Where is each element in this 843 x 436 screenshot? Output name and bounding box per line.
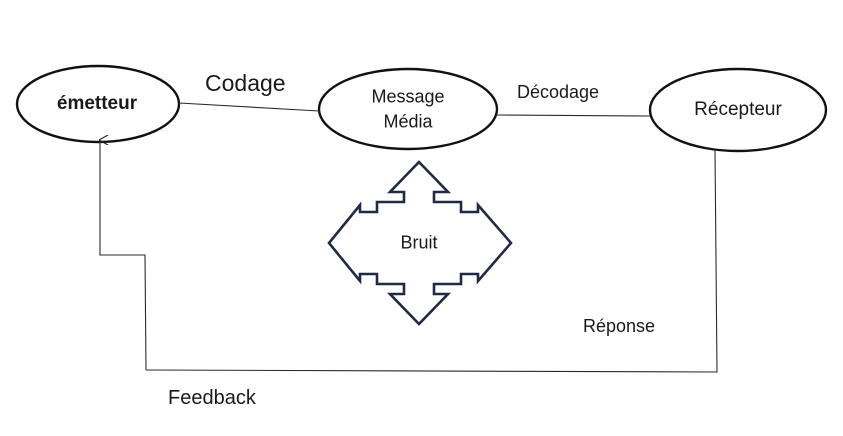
receiver-label: Récepteur xyxy=(694,99,782,121)
receiver-node xyxy=(648,67,828,153)
emitter-node xyxy=(15,64,181,144)
decoding-connector xyxy=(496,114,651,117)
response-line xyxy=(145,149,718,373)
encoding-connector xyxy=(178,102,320,112)
decoding-label: Décodage xyxy=(517,82,600,102)
response-label: Réponse xyxy=(583,316,656,336)
feedback-label: Feedback xyxy=(168,387,256,409)
message-label: Message xyxy=(371,86,445,107)
media-label: Média xyxy=(383,111,433,132)
noise-label: Bruit xyxy=(400,232,438,253)
emitter-label: émetteur xyxy=(56,93,138,115)
encoding-label: Codage xyxy=(205,70,286,96)
noise-symbol xyxy=(327,160,513,326)
message-node xyxy=(317,67,499,151)
feedback-arrow xyxy=(100,140,147,371)
